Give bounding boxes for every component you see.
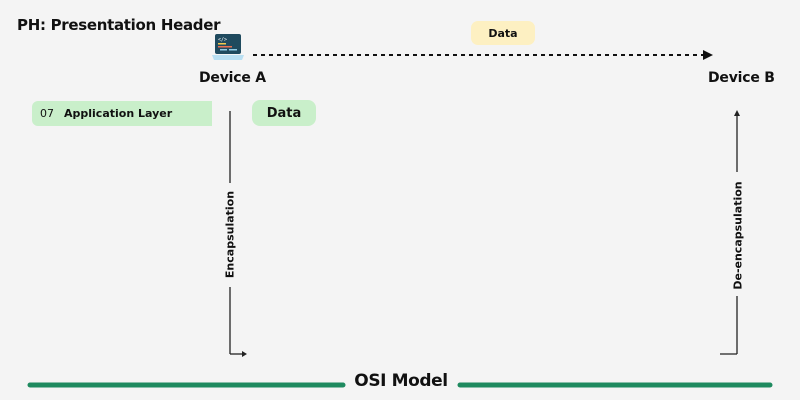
device-b-label: Device B bbox=[708, 70, 775, 86]
laptop-code-icon: </> bbox=[212, 34, 244, 60]
layer-number: 07 bbox=[40, 107, 54, 120]
svg-text:</>: </> bbox=[218, 37, 227, 43]
layer-name: Application Layer bbox=[64, 107, 173, 120]
transmission-arrowhead bbox=[703, 50, 713, 60]
layer-data-badge: Data bbox=[252, 100, 316, 126]
deencapsulation-label-wrap: De-encapsulation bbox=[683, 181, 793, 289]
encapsulation-label-wrap: Encapsulation bbox=[185, 191, 275, 278]
encapsulation-arrowhead bbox=[242, 351, 247, 357]
transmission-data-badge: Data bbox=[471, 21, 535, 45]
deencapsulation-arrowhead bbox=[734, 110, 740, 116]
device-a-label: Device A bbox=[199, 70, 266, 86]
diagram-title: PH: Presentation Header bbox=[17, 16, 221, 34]
deencapsulation-label: De-encapsulation bbox=[731, 181, 745, 290]
footer-osi-label: OSI Model bbox=[354, 371, 448, 391]
encapsulation-label: Encapsulation bbox=[223, 190, 237, 279]
application-layer-bar: 07 Application Layer bbox=[32, 101, 212, 126]
